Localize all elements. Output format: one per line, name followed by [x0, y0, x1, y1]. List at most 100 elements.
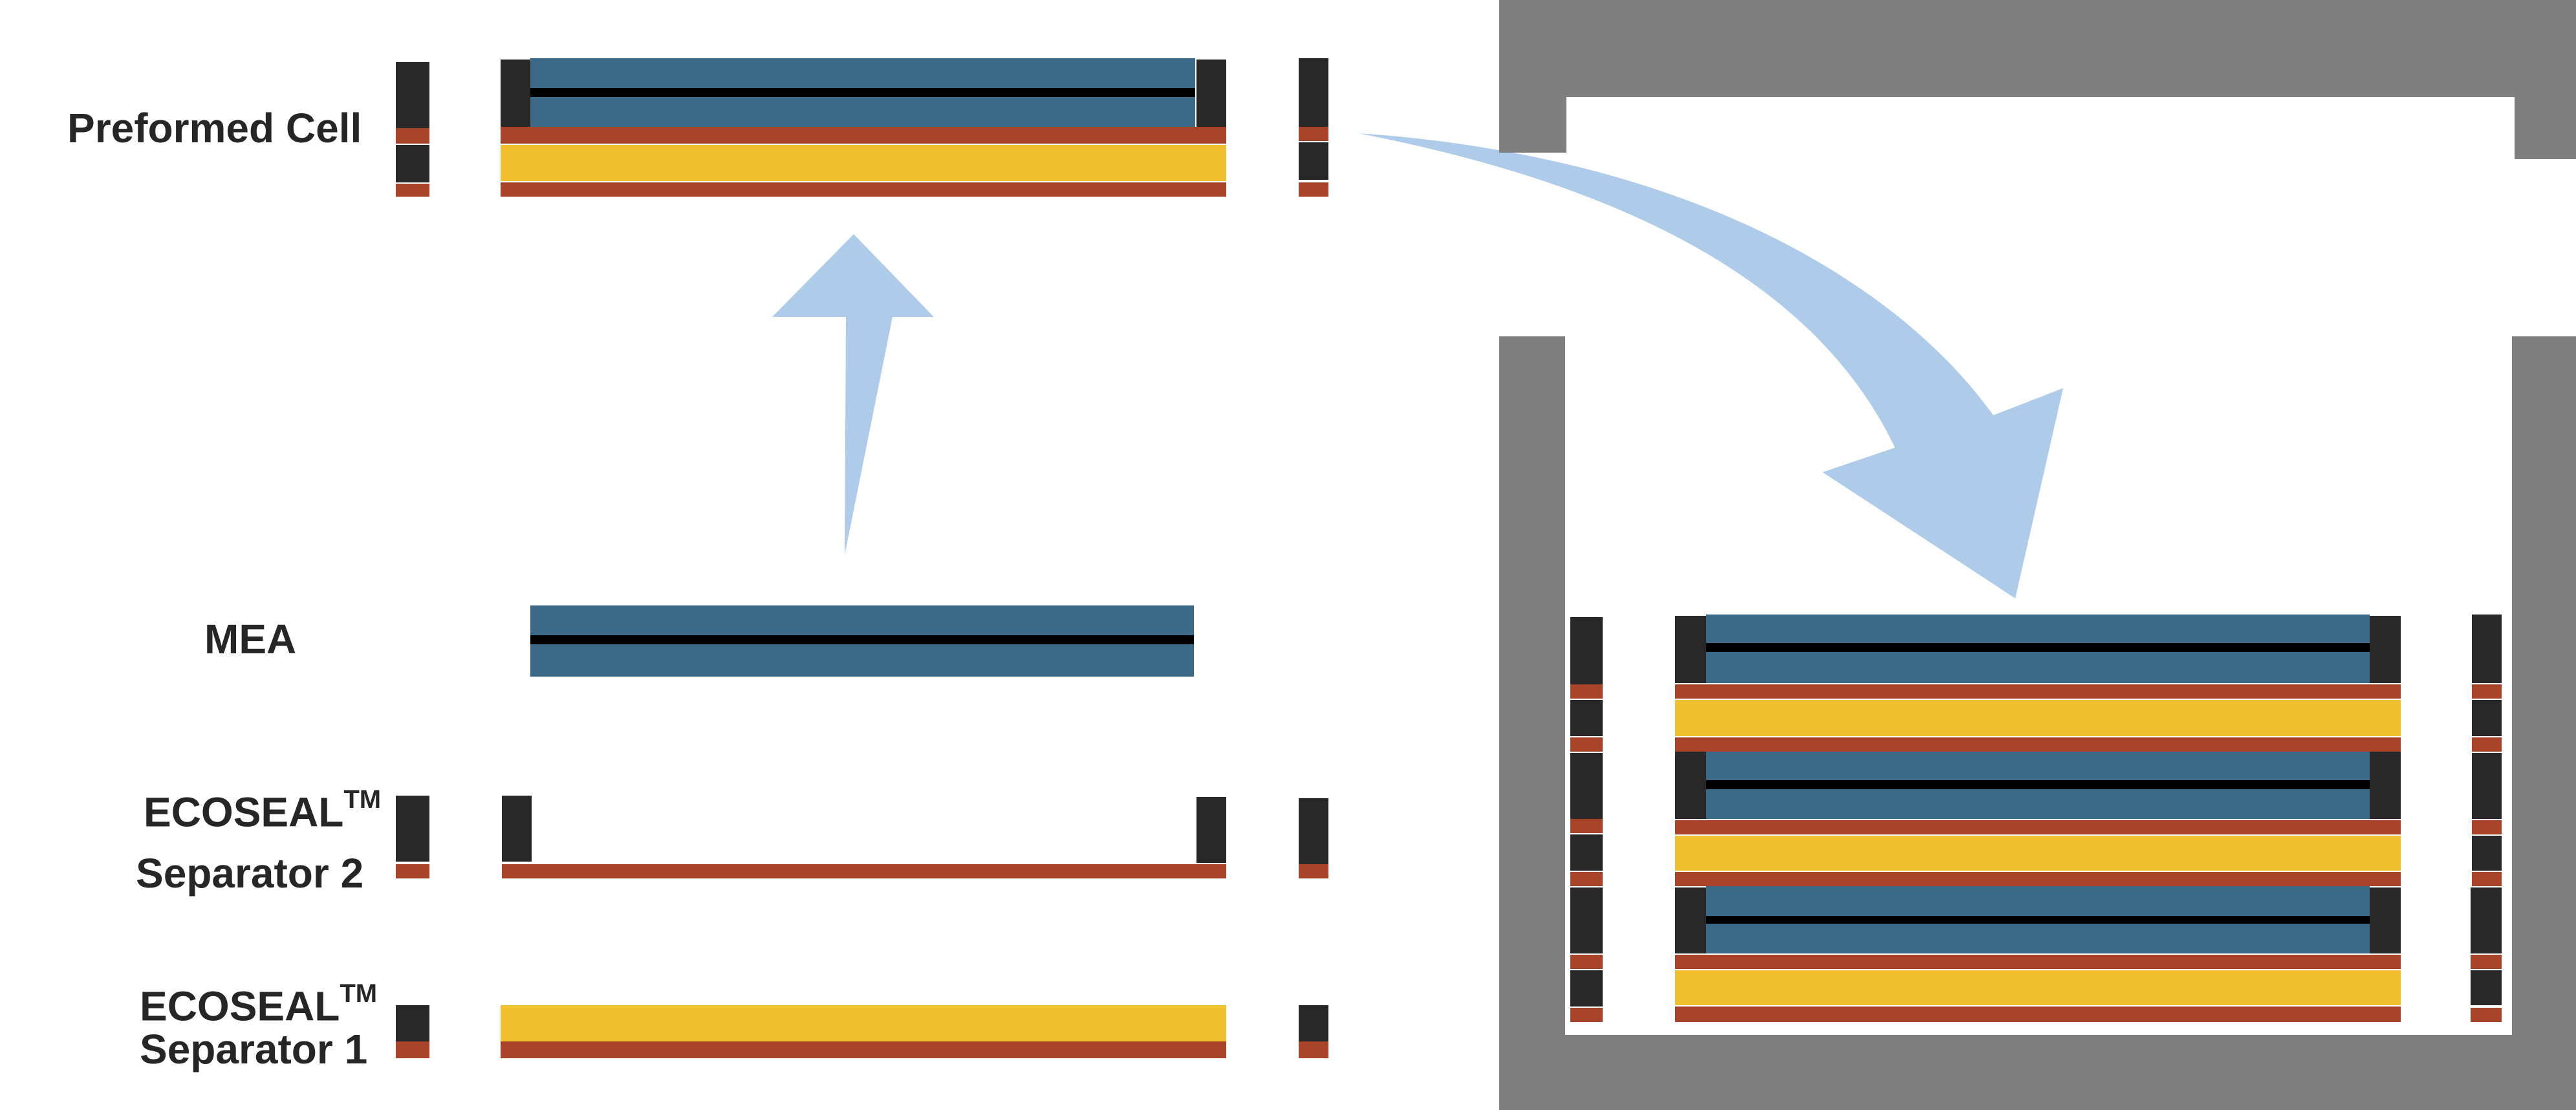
housing-base-floor — [1499, 1035, 2576, 1110]
mea-lower-blue — [1706, 924, 2370, 953]
mea-lower-blue — [1706, 789, 2370, 819]
rust-layer — [1675, 1007, 2401, 1022]
rust-layer — [502, 864, 1226, 878]
right-outer-rust — [2472, 820, 2502, 834]
right-outer-rust — [1299, 182, 1328, 197]
right-inner-gasket — [2370, 752, 2401, 819]
preformed-cell-label: Preformed Cell — [67, 105, 362, 151]
housing-lid-left-wall — [1499, 97, 1566, 153]
rust-layer — [1675, 872, 2401, 886]
left-outer-rust — [396, 184, 429, 197]
mea-upper-blue — [530, 605, 1194, 635]
mea-upper-blue — [530, 58, 1195, 88]
left-outer-rust — [1570, 684, 1603, 699]
mea-lower-blue — [530, 644, 1194, 677]
right-outer-rust — [2472, 737, 2502, 752]
left-outer-rust — [1570, 1008, 1603, 1022]
right-outer-rust — [2472, 684, 2502, 699]
separator-2-brand-label: ECOSEALTM — [144, 787, 381, 836]
rust-layer — [1675, 820, 2401, 834]
gasket — [396, 1005, 429, 1041]
left-outer-rust — [1570, 819, 1603, 833]
mea-membrane — [1706, 780, 2370, 789]
right-outer-rust — [1299, 127, 1328, 141]
gasket — [396, 796, 429, 862]
separator-2-brand: ECOSEAL — [144, 789, 344, 836]
rust-layer — [1675, 684, 2401, 699]
mea-label: MEA — [204, 616, 297, 662]
right-outer-rust — [2471, 1008, 2502, 1022]
mea-membrane — [1706, 643, 2370, 652]
right-outer-gasket — [2472, 836, 2502, 871]
right-outer-gasket — [1299, 58, 1328, 127]
mea-upper-blue — [1706, 615, 2370, 643]
left-outer-gasket — [1570, 834, 1603, 871]
rust-layer — [1299, 1041, 1328, 1058]
separator-yellow — [1675, 836, 2401, 871]
right-outer-gasket — [2471, 970, 2502, 1005]
separator-yellow — [1675, 700, 2401, 736]
right-outer-rust — [2471, 955, 2502, 969]
rust-layer — [501, 182, 1226, 197]
left-outer-rust — [1570, 872, 1603, 886]
housing-base-left-wall — [1499, 336, 1565, 1110]
rust-layer — [501, 127, 1226, 144]
separator-1-brand-label: ECOSEALTM — [140, 981, 377, 1030]
right-inner-gasket — [1196, 60, 1226, 127]
left-outer-rust — [1570, 737, 1603, 752]
separator-1-trademark: TM — [340, 979, 378, 1008]
left-inner-gasket — [501, 60, 533, 127]
separator-1-brand: ECOSEAL — [140, 983, 340, 1030]
mea-upper-blue — [1706, 752, 2370, 780]
curved-arrow-icon — [1358, 133, 2063, 598]
left-inner-gasket — [1675, 752, 1706, 819]
left-outer-gasket — [1570, 700, 1603, 736]
rust-layer — [396, 1041, 429, 1058]
separator-yellow — [501, 1005, 1226, 1041]
rust-layer — [501, 1041, 1226, 1058]
left-outer-gasket — [1570, 887, 1603, 953]
left-outer-gasket — [396, 145, 429, 182]
housing-base-right-wall — [2512, 336, 2576, 1110]
right-outer-gasket — [2471, 887, 2502, 953]
right-inner-gasket — [2370, 887, 2401, 953]
rust-layer — [1675, 955, 2401, 969]
separator-yellow — [501, 145, 1226, 181]
mea-lower-blue — [530, 97, 1195, 127]
gasket — [1196, 797, 1226, 863]
left-outer-gasket — [1570, 617, 1603, 684]
right-outer-gasket — [2472, 753, 2502, 819]
right-outer-gasket — [2472, 700, 2502, 736]
separator-2-trademark: TM — [343, 785, 382, 814]
separator-1-name-label: Separator 1 — [140, 1026, 368, 1072]
left-outer-rust — [1570, 955, 1603, 969]
rust-layer — [1675, 737, 2401, 752]
rust-layer — [1299, 864, 1328, 878]
separator-yellow — [1675, 970, 2401, 1005]
mea-upper-blue — [1706, 886, 2370, 916]
mea-membrane — [530, 88, 1195, 97]
right-outer-rust — [2472, 872, 2502, 886]
left-outer-rust — [396, 128, 429, 144]
gasket — [1299, 1005, 1328, 1041]
up-arrow-icon — [772, 234, 934, 555]
left-outer-gasket — [1570, 753, 1603, 819]
right-outer-gasket — [2472, 615, 2502, 683]
right-inner-gasket — [2370, 616, 2401, 683]
mea-membrane — [530, 635, 1194, 644]
left-inner-gasket — [1675, 887, 1706, 953]
housing-lid-right-wall — [2515, 97, 2576, 159]
left-outer-gasket — [1570, 970, 1603, 1007]
mea-membrane — [1706, 916, 2370, 924]
left-outer-gasket — [396, 62, 429, 128]
mea-lower-blue — [1706, 652, 2370, 683]
gasket — [502, 796, 532, 862]
gasket — [1299, 798, 1328, 864]
separator-2-name-label: Separator 2 — [136, 850, 364, 897]
housing-lid — [1499, 0, 2576, 97]
right-outer-gasket — [1299, 142, 1328, 180]
left-inner-gasket — [1675, 616, 1706, 683]
rust-layer — [396, 864, 429, 878]
